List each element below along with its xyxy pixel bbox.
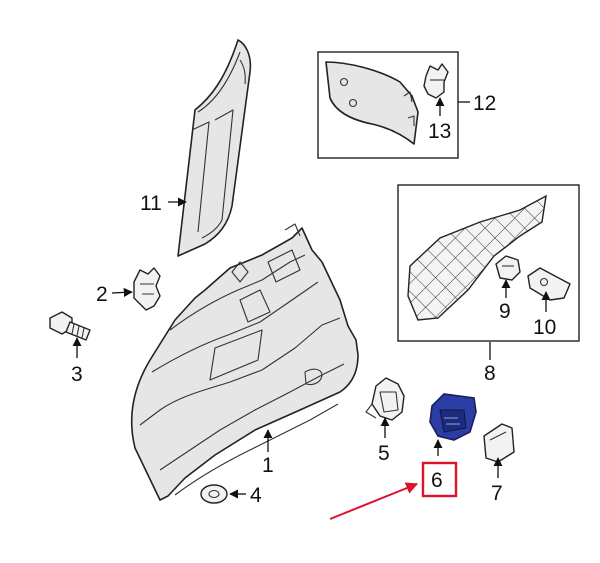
- pointer-arrow: [329, 482, 419, 520]
- part-10-fastener: [527, 267, 571, 301]
- label-5: 5: [378, 442, 390, 465]
- part-13-clip: [423, 63, 449, 99]
- label-2: 2: [96, 283, 108, 306]
- inset-box-12: [317, 51, 459, 159]
- part-4-washer: [200, 484, 228, 504]
- part-1-quarter-trim-panel: [130, 223, 359, 501]
- part-9-clip: [495, 255, 521, 281]
- highlight-box: [421, 461, 458, 498]
- label-3: 3: [71, 363, 83, 386]
- label-7: 7: [491, 482, 503, 505]
- inset-box-8: [397, 184, 580, 342]
- label-6: 6: [431, 469, 443, 492]
- leader-lines: [72, 97, 551, 499]
- label-4: 4: [250, 484, 262, 507]
- label-10: 10: [533, 316, 556, 339]
- label-11: 11: [140, 192, 162, 215]
- part-6-highlighted-handle: [429, 393, 477, 441]
- label-8: 8: [484, 362, 496, 385]
- label-12: 12: [473, 92, 496, 115]
- label-13: 13: [428, 120, 451, 143]
- part-3-screw: [49, 311, 91, 341]
- callout-labels: 11 2 3 4 1 5 6 7 8 9 10 12 13: [71, 92, 556, 507]
- label-1: 1: [262, 454, 274, 477]
- part-11-pillar-trim: [177, 39, 252, 257]
- part-7-cover: [483, 423, 515, 463]
- part-5-bracket: [365, 377, 405, 421]
- part-2-clip: [133, 267, 161, 311]
- label-9: 9: [499, 300, 511, 323]
